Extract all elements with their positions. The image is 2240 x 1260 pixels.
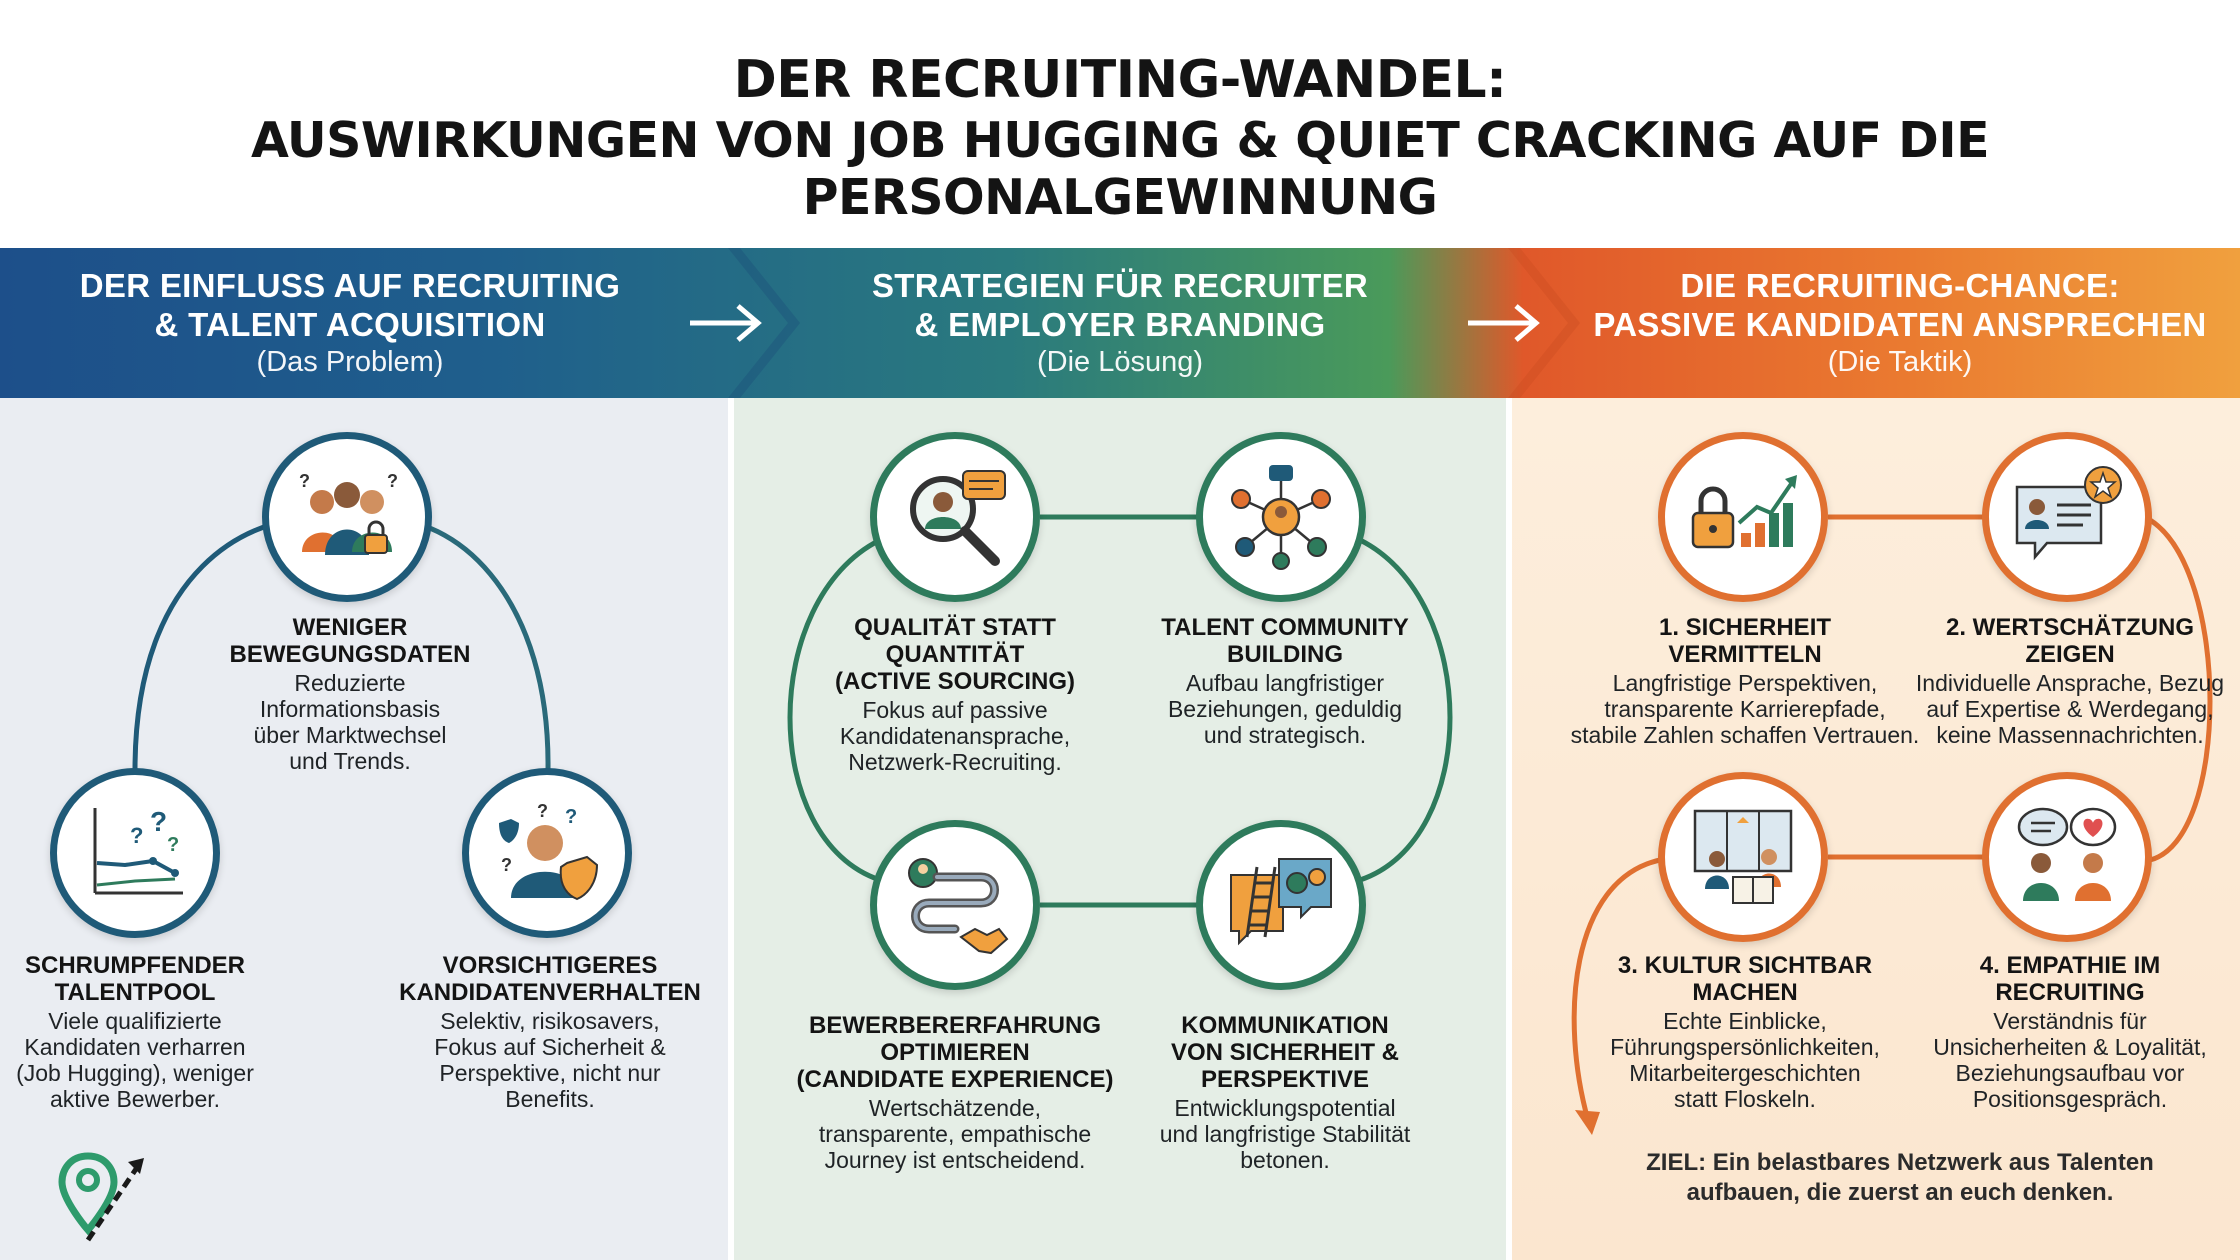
item-bewerbererfahrung-optimieren: BEWERBERERFAHRUNG OPTIMIEREN (CANDIDATE … — [790, 1012, 1120, 1173]
svg-text:?: ? — [167, 834, 179, 856]
item-vorsichtigeres-kandidatenverhalten: VORSICHTIGERES KANDIDATENVERHALTEN Selek… — [380, 952, 720, 1112]
item-title: 1. SICHERHEIT VERMITTELN — [1658, 614, 1832, 668]
item-title: KOMMUNIKATION VON SICHERHEIT & PERSPEKTI… — [1170, 1012, 1400, 1093]
item-title: VORSICHTIGERES KANDIDATENVERHALTEN — [399, 952, 701, 1006]
item-wertschaetzung-zeigen: 2. WERTSCHÄTZUNG ZEIGEN Individuelle Ans… — [1900, 614, 2240, 748]
item-title: SCHRUMPFENDER TALENTPOOL — [24, 952, 245, 1006]
svg-text:?: ? — [565, 806, 577, 828]
svg-text:?: ? — [501, 855, 512, 875]
item-talent-community-building: TALENT COMMUNITY BUILDING Aufbau langfri… — [1130, 614, 1440, 748]
section-banner: DER EINFLUSS AUF RECRUITING & TALENT ACQ… — [0, 248, 2240, 398]
item-text: Entwicklungspotential und langfristige S… — [1159, 1095, 1411, 1173]
item-text: Fokus auf passive Kandidatenansprache, N… — [839, 697, 1071, 775]
location-arrow-logo-icon — [58, 1152, 144, 1242]
item-sicherheit-vermitteln: 1. SICHERHEIT VERMITTELN Langfristige Pe… — [1560, 614, 1930, 748]
column-3-heading: DIE RECRUITING-CHANCE: PASSIVE KANDIDATE… — [1593, 267, 2207, 343]
item-title: QUALITÄT STATT QUANTITÄT (ACTIVE SOURCIN… — [835, 614, 1075, 695]
item-title: 2. WERTSCHÄTZUNG ZEIGEN — [1946, 614, 2194, 668]
column-1-subheading: (Das Problem) — [256, 346, 444, 378]
svg-text:?: ? — [150, 806, 167, 837]
item-text: Echte Einblicke, Führungspersönlichkeite… — [1610, 1008, 1880, 1112]
main-title-line-1: DER RECRUITING-WANDEL: — [733, 50, 1507, 110]
item-text: Selektiv, risikosavers, Fokus auf Sicher… — [434, 1008, 666, 1112]
column-2-header: STRATEGIEN FÜR RECRUITER & EMPLOYER BRAN… — [810, 248, 1430, 398]
item-weniger-bewegungsdaten: WENIGER BEWEGUNGSDATEN Reduzierte Inform… — [200, 614, 500, 774]
item-text: Verständnis für Unsicherheiten & Loyalit… — [1933, 1008, 2207, 1112]
ladder-gears-icon — [1196, 820, 1366, 990]
person-shield-icon: ??? — [462, 768, 632, 938]
item-kommunikation-sicherheit: KOMMUNIKATION VON SICHERHEIT & PERSPEKTI… — [1130, 1012, 1440, 1173]
item-title: TALENT COMMUNITY BUILDING — [1161, 614, 1409, 668]
journey-handshake-icon — [870, 820, 1040, 990]
magnifier-person-icon — [870, 432, 1040, 602]
lock-growth-icon — [1658, 432, 1828, 602]
item-text: Langfristige Perspektiven, transparente … — [1570, 670, 1920, 748]
column-2-heading: STRATEGIEN FÜR RECRUITER & EMPLOYER BRAN… — [871, 267, 1369, 343]
banner-chevrons — [728, 248, 1580, 398]
item-empathie-im-recruiting: 4. EMPATHIE IM RECRUITING Verständnis fü… — [1910, 952, 2230, 1112]
svg-text:?: ? — [387, 471, 398, 491]
declining-chart-icon: ??? — [50, 768, 220, 938]
column-1-header: DER EINFLUSS AUF RECRUITING & TALENT ACQ… — [40, 248, 660, 398]
column-1-heading: DER EINFLUSS AUF RECRUITING & TALENT ACQ… — [79, 267, 621, 343]
item-title: WENIGER BEWEGUNGSDATEN — [229, 614, 471, 668]
office-scene-icon — [1658, 772, 1828, 942]
item-text: Viele qualifizierte Kandidaten verharren… — [16, 1008, 254, 1112]
column-2-subheading: (Die Lösung) — [1036, 346, 1204, 378]
item-title: BEWERBERERFAHRUNG OPTIMIEREN (CANDIDATE … — [796, 1012, 1114, 1093]
item-text: Wertschätzende, transparente, empathisch… — [818, 1095, 1092, 1173]
svg-text:?: ? — [299, 471, 310, 491]
arrow-right-icon — [1468, 304, 1540, 342]
column-3-subheading: (Die Taktik) — [1827, 346, 1973, 378]
goal-statement: ZIEL: Ein belastbares Netzwerk aus Talen… — [1646, 1149, 2154, 1206]
main-title-line-2: AUSWIRKUNGEN VON JOB HUGGING & QUIET CRA… — [250, 112, 1990, 226]
profile-message-star-icon — [1982, 432, 2152, 602]
svg-text:?: ? — [537, 801, 548, 821]
item-title: 3. KULTUR SICHTBAR MACHEN — [1617, 952, 1873, 1006]
people-lock-icon: ?? — [262, 432, 432, 602]
item-kultur-sichtbar-machen: 3. KULTUR SICHTBAR MACHEN Echte Einblick… — [1580, 952, 1910, 1112]
item-text: Aufbau langfristiger Beziehungen, geduld… — [1167, 670, 1403, 748]
column-3-header: DIE RECRUITING-CHANCE: PASSIVE KANDIDATE… — [1570, 248, 2230, 398]
conversation-heart-icon — [1982, 772, 2152, 942]
item-text: Reduzierte Informationsbasis über Marktw… — [253, 670, 447, 774]
arrow-right-icon — [690, 304, 762, 342]
item-text: Individuelle Ansprache, Bezug auf Expert… — [1915, 670, 2225, 748]
item-title: 4. EMPATHIE IM RECRUITING — [1979, 952, 2161, 1006]
item-qualitaet-statt-quantitaet: QUALITÄT STATT QUANTITÄT (ACTIVE SOURCIN… — [800, 614, 1110, 775]
item-schrumpfender-talentpool: SCHRUMPFENDER TALENTPOOL Viele qualifizi… — [0, 952, 270, 1112]
svg-text:?: ? — [130, 823, 143, 848]
network-icon — [1196, 432, 1366, 602]
